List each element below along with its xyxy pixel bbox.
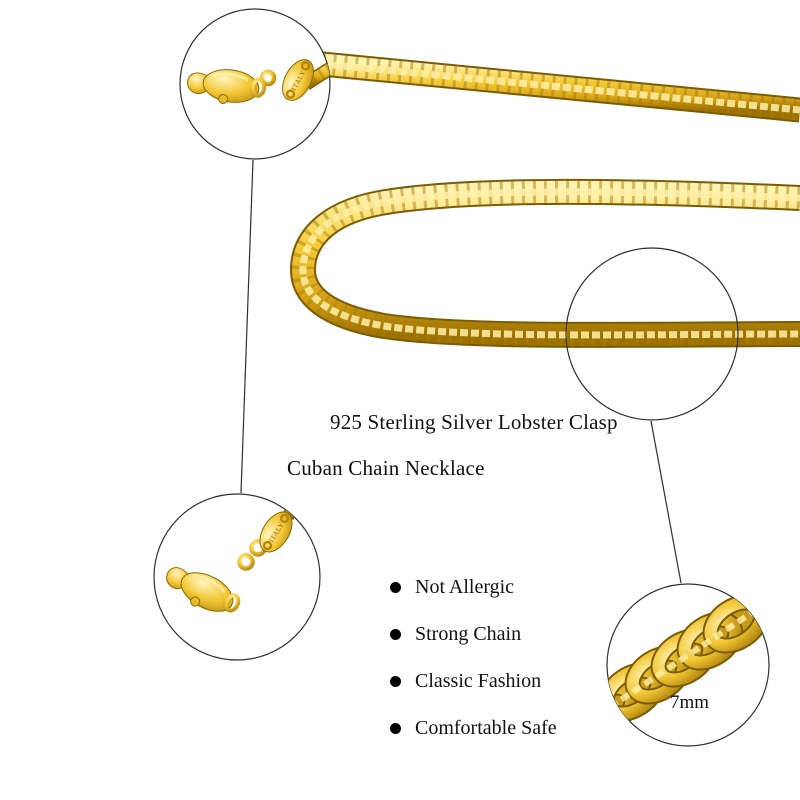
feature-item: Comfortable Safe	[390, 705, 557, 752]
leader-line-left	[240, 159, 254, 494]
jump-ring	[237, 553, 255, 571]
chain-top-segment	[320, 51, 800, 123]
feature-label: Strong Chain	[415, 623, 522, 645]
feature-label: Classic Fashion	[415, 670, 542, 692]
product-title-line1: 925 Sterling Silver Lobster Clasp	[330, 410, 618, 434]
bullet-icon	[390, 676, 401, 687]
feature-list: Not Allergic Strong Chain Classic Fashio…	[390, 564, 557, 752]
bullet-icon	[390, 723, 401, 734]
chain-width-closeup-circle	[606, 583, 770, 747]
feature-item: Strong Chain	[390, 611, 557, 658]
bullet-icon	[390, 629, 401, 640]
feature-label: Not Allergic	[415, 576, 515, 598]
feature-label: Comfortable Safe	[415, 717, 557, 739]
chain-magnifier-circle	[565, 247, 739, 421]
leader-line-right	[650, 420, 682, 584]
size-label: 7mm	[670, 692, 710, 713]
feature-item: Classic Fashion	[390, 658, 557, 705]
feature-item: Not Allergic	[390, 564, 557, 611]
chain-loop-segment	[289, 178, 800, 348]
bullet-icon	[390, 582, 401, 593]
product-title-line2: Cuban Chain Necklace	[287, 456, 485, 480]
clasp-closeup-bottom-circle	[153, 493, 321, 661]
clasp-closeup-top-circle	[179, 8, 331, 160]
jump-ring	[259, 69, 277, 87]
